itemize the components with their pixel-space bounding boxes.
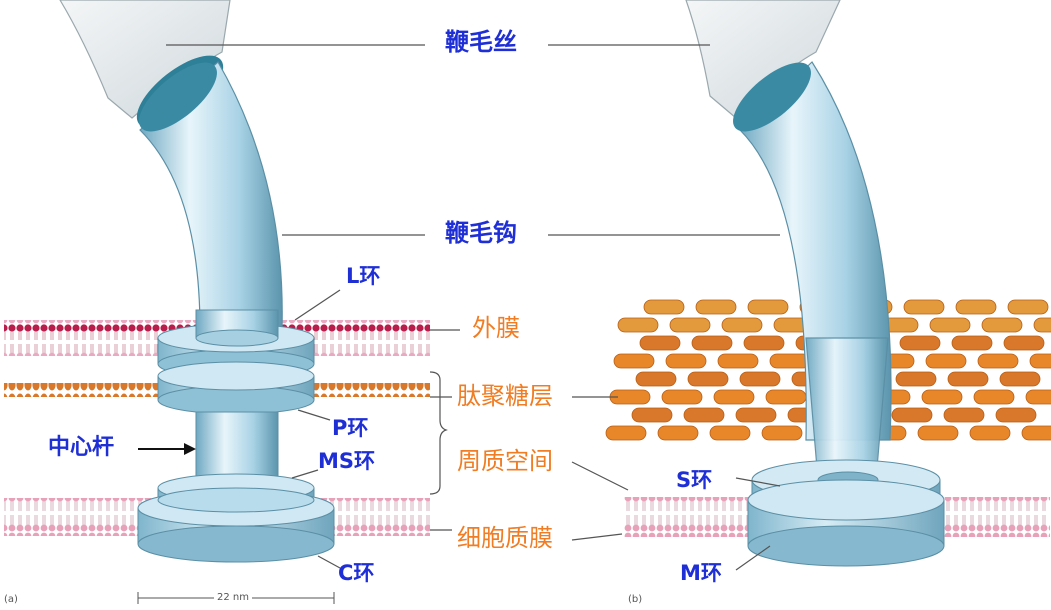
peptidoglycan-unit [943,407,985,423]
peptidoglycan-unit [969,425,1011,441]
peptidoglycan-unit [977,353,1019,369]
peptidoglycan-unit [921,389,963,405]
peptidoglycan-unit [995,407,1037,423]
peptidoglycan-unit [1021,425,1051,441]
label-central-rod: 中心杆 [48,435,115,460]
panel-a [4,0,460,604]
peptidoglycan-unit [1033,317,1051,333]
peptidoglycan-unit [717,353,759,369]
peptidoglycan-unit [613,353,655,369]
panel-label-b: (b) [628,594,643,605]
label-peptidoglycan: 肽聚糖层 [457,382,553,410]
peptidoglycan-unit [951,335,993,351]
peptidoglycan-unit [635,371,677,387]
peptidoglycan-unit [631,407,673,423]
panel-b [548,0,1051,571]
peptidoglycan-unit [765,389,807,405]
peptidoglycan-unit [955,299,997,315]
peptidoglycan-unit [895,371,937,387]
peptidoglycan-unit [617,317,659,333]
peptidoglycan-unit [639,335,681,351]
peptidoglycan-unit [739,371,781,387]
peptidoglycan-unit [1003,335,1045,351]
peptidoglycan-unit [661,389,703,405]
peptidoglycan-unit [691,335,733,351]
label-l-ring: L环 [346,264,381,288]
peptidoglycan-unit [713,389,755,405]
peptidoglycan-unit [605,425,647,441]
scale-bar-label: 22 nm [214,592,252,603]
peptidoglycan-unit [929,317,971,333]
peptidoglycan-unit [1029,353,1051,369]
peptidoglycan-unit [769,353,811,369]
peptidoglycan-unit [1007,299,1049,315]
peptidoglycan-unit [721,317,763,333]
peptidoglycan-unit [709,425,751,441]
peptidoglycan-unit [925,353,967,369]
peptidoglycan-unit [735,407,777,423]
peptidoglycan-unit [687,371,729,387]
peptidoglycan-unit [743,335,785,351]
peptidoglycan-unit [903,299,945,315]
label-s-ring: S环 [676,468,713,492]
peptidoglycan-unit [947,371,989,387]
peptidoglycan-unit [683,407,725,423]
label-m-ring: M环 [680,561,722,585]
peptidoglycan-unit [665,353,707,369]
peptidoglycan-unit [973,389,1015,405]
peptidoglycan-unit [643,299,685,315]
peptidoglycan-unit [899,335,941,351]
peptidoglycan-unit [761,425,803,441]
peptidoglycan-unit [891,407,933,423]
peptidoglycan-unit [981,317,1023,333]
label-periplasm: 周质空间 [457,447,553,475]
peptidoglycan-unit [657,425,699,441]
label-flagellum-filament: 鞭毛丝 [445,28,517,56]
peptidoglycan-unit [695,299,737,315]
label-outer-membrane: 外膜 [472,314,520,342]
panel-label-a: (a) [4,594,18,605]
label-c-ring: C环 [338,561,375,585]
label-cell-membrane: 细胞质膜 [457,524,553,552]
peptidoglycan-unit [669,317,711,333]
label-flagellum-hook: 鞭毛钩 [445,219,517,247]
peptidoglycan-unit [917,425,959,441]
peptidoglycan-unit [747,299,789,315]
peptidoglycan-unit [999,371,1041,387]
peptidoglycan-unit [1025,389,1051,405]
label-ms-ring: MS环 [318,449,376,473]
label-p-ring: P环 [332,416,369,440]
